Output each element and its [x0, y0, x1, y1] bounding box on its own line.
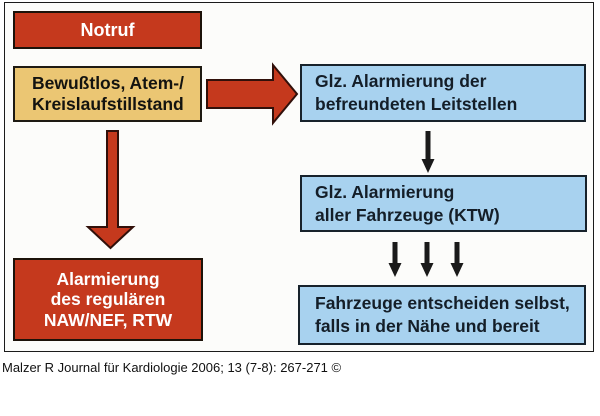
node-label-line: des regulären	[50, 289, 166, 310]
arrow-down-icon	[420, 242, 434, 277]
arrow-down-icon	[421, 131, 435, 173]
node-alle-fahrzeuge: Glz. Alarmierung aller Fahrzeuge (KTW)	[300, 175, 587, 232]
node-label-line: Glz. Alarmierung der	[315, 71, 487, 91]
node-label-line: Alarmierung	[56, 268, 160, 289]
node-fahrzeuge-entscheiden: Fahrzeuge entscheiden selbst, falls in d…	[298, 285, 586, 345]
node-label-line: falls in der Nähe und bereit	[315, 316, 540, 336]
node-label-line: Bewußtlos, Atem-/	[32, 73, 184, 93]
arrow-down-icon	[388, 242, 402, 277]
node-label-line: befreundeten Leitstellen	[315, 94, 518, 114]
node-label-line: Kreislaufstillstand	[32, 94, 184, 114]
node-notruf: Notruf	[13, 11, 202, 49]
arrow-right-icon	[206, 62, 299, 126]
arrow-down-icon	[85, 130, 136, 250]
node-regulaere-alarmierung: Alarmierung des regulären NAW/NEF, RTW	[13, 258, 203, 341]
node-condition: Bewußtlos, Atem-/ Kreislaufstillstand	[13, 66, 202, 122]
arrow-down-icon	[450, 242, 464, 277]
node-label-line: Glz. Alarmierung	[315, 181, 455, 202]
node-label-line: NAW/NEF, RTW	[43, 309, 173, 330]
node-label-line: aller Fahrzeuge (KTW)	[315, 204, 500, 225]
node-label: Notruf	[80, 19, 135, 40]
citation-text: Malzer R Journal für Kardiologie 2006; 1…	[2, 360, 342, 375]
node-label-line: Fahrzeuge entscheiden selbst,	[315, 293, 570, 313]
node-leitstellen: Glz. Alarmierung der befreundeten Leitst…	[300, 64, 586, 122]
